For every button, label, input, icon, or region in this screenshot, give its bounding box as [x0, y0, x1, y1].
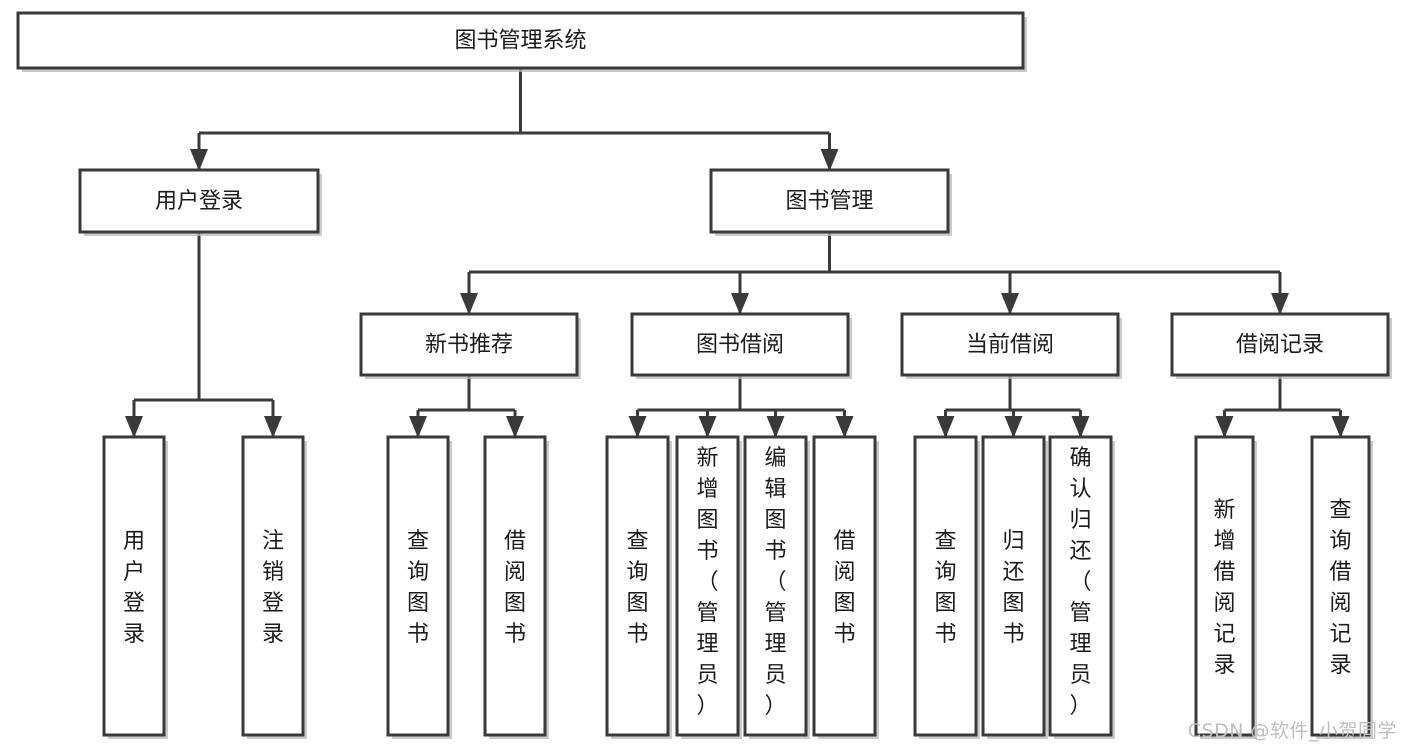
arrow-head-icon — [820, 149, 839, 171]
node-label: 确认归还（管理员） — [1069, 446, 1091, 719]
node-label: 借阅记录 — [1236, 333, 1324, 358]
node-rect[interactable] — [1194, 435, 1255, 737]
node-leaf-return-book[interactable]: 归还图书 — [981, 435, 1048, 739]
node-layer: 图书管理系统用户登录图书管理新书推荐图书借阅当前借阅借阅记录用户登录注销登录查询… — [16, 11, 1392, 739]
node-leaf-borrow-book-recommend[interactable]: 借阅图书 — [483, 435, 549, 739]
node-user-login[interactable]: 用户登录 — [78, 168, 322, 236]
node-rect[interactable] — [630, 312, 850, 377]
node-book-manage[interactable]: 图书管理 — [709, 168, 952, 236]
arrow-head-icon — [628, 416, 647, 438]
node-label: 新增借阅记录 — [1213, 498, 1235, 678]
arrow-head-icon — [264, 416, 282, 438]
arrow-head-icon — [1071, 416, 1090, 438]
arrow-head-icon — [409, 416, 427, 438]
node-rect[interactable] — [981, 435, 1046, 737]
node-label: 查询图书 — [934, 529, 956, 647]
node-leaf-query-book-borrow[interactable]: 查询图书 — [605, 435, 672, 739]
node-rect[interactable] — [709, 168, 950, 234]
arrow-head-icon — [698, 416, 717, 438]
node-rect[interactable] — [359, 312, 579, 377]
node-leaf-add-borrow-record[interactable]: 新增借阅记录 — [1194, 435, 1257, 739]
node-rect[interactable] — [483, 435, 547, 737]
node-leaf-user-logout[interactable]: 注销登录 — [241, 435, 307, 739]
node-label: 编辑图书（管理员） — [764, 446, 786, 719]
node-borrow-record[interactable]: 借阅记录 — [1170, 312, 1392, 379]
node-new-book-recommend[interactable]: 新书推荐 — [359, 312, 581, 379]
csdn-watermark: CSDN @软件_小贺同学 — [1187, 720, 1397, 742]
node-leaf-query-book-current[interactable]: 查询图书 — [913, 435, 980, 739]
node-rect[interactable] — [913, 435, 978, 737]
node-label: 新书推荐 — [425, 333, 513, 358]
arrow-head-icon — [1271, 293, 1289, 315]
node-label: 查询图书 — [407, 529, 429, 647]
node-book-borrow[interactable]: 图书借阅 — [630, 312, 852, 379]
node-label: 注销登录 — [262, 529, 284, 647]
node-leaf-borrow-book[interactable]: 借阅图书 — [812, 435, 879, 739]
node-label: 查询图书 — [626, 529, 648, 647]
node-label: 借阅图书 — [504, 529, 526, 647]
node-rect[interactable] — [900, 312, 1120, 377]
node-leaf-query-borrow-record[interactable]: 查询借阅记录 — [1310, 435, 1373, 739]
node-leaf-edit-book-admin[interactable]: 编辑图书（管理员） — [743, 435, 810, 739]
node-root[interactable]: 图书管理系统 — [16, 11, 1027, 72]
node-rect[interactable] — [102, 435, 166, 737]
node-rect[interactable] — [16, 11, 1025, 70]
arrow-head-icon — [190, 149, 208, 171]
node-rect[interactable] — [78, 168, 320, 234]
arrow-head-icon — [731, 293, 749, 315]
arrow-head-icon — [1004, 416, 1023, 438]
node-label: 当前借阅 — [966, 333, 1054, 358]
arrow-head-icon — [125, 416, 143, 438]
node-leaf-user-login[interactable]: 用户登录 — [102, 435, 168, 739]
arrow-head-icon — [1215, 416, 1234, 438]
arrow-head-icon — [766, 416, 785, 438]
arrow-head-icon — [835, 416, 854, 438]
node-label: 借阅图书 — [833, 529, 855, 647]
node-leaf-query-book-recommend[interactable]: 查询图书 — [386, 435, 452, 739]
arrow-head-icon — [460, 293, 478, 315]
node-leaf-add-book-admin[interactable]: 新增图书（管理员） — [675, 435, 742, 739]
node-rect[interactable] — [1048, 435, 1113, 737]
node-label: 用户登录 — [123, 529, 145, 647]
node-rect[interactable] — [241, 435, 305, 737]
node-rect[interactable] — [812, 435, 877, 737]
node-label: 图书管理系统 — [454, 29, 586, 54]
node-label: 归还图书 — [1002, 529, 1024, 647]
node-label: 图书管理 — [785, 189, 873, 214]
node-rect[interactable] — [675, 435, 740, 737]
arrow-head-icon — [936, 416, 955, 438]
node-rect[interactable] — [1310, 435, 1371, 737]
arrow-head-icon — [1331, 416, 1350, 438]
connector-layer — [125, 68, 1350, 438]
node-rect[interactable] — [605, 435, 670, 737]
node-label: 新增图书（管理员） — [696, 446, 718, 719]
node-rect[interactable] — [1170, 312, 1390, 377]
node-label: 图书借阅 — [696, 333, 784, 358]
node-label: 查询借阅记录 — [1329, 498, 1351, 678]
arrow-head-icon — [1001, 293, 1019, 315]
node-leaf-confirm-return-admin[interactable]: 确认归还（管理员） — [1048, 435, 1115, 739]
node-rect[interactable] — [743, 435, 808, 737]
node-current-borrow[interactable]: 当前借阅 — [900, 312, 1122, 379]
node-label: 用户登录 — [155, 189, 243, 214]
node-rect[interactable] — [386, 435, 450, 737]
arrow-head-icon — [506, 416, 524, 438]
